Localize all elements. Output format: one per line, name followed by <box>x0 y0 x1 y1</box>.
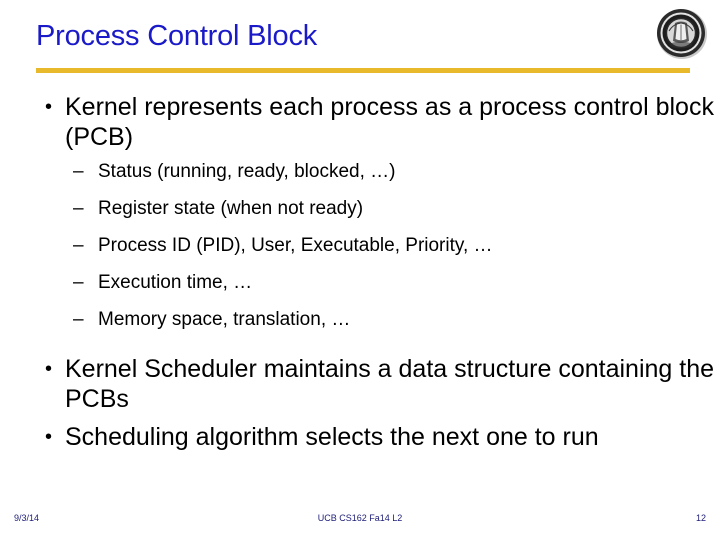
footer-page-number: 12 <box>695 513 706 523</box>
title-divider-rule <box>36 68 690 73</box>
list-item: Memory space, translation, … <box>65 308 720 332</box>
vertical-spacer <box>0 332 720 354</box>
footer-date: 9/3/14 <box>14 513 40 523</box>
sub-bullet-text: Memory space, translation, … <box>98 309 351 330</box>
sub-bullet-text: Execution time, … <box>98 272 253 293</box>
sub-bullet-group: Status (running, ready, blocked, …) Regi… <box>0 160 720 332</box>
bullet-text: Kernel Scheduler maintains a data struct… <box>65 355 714 413</box>
list-item: Kernel represents each process as a proc… <box>0 92 720 152</box>
bullet-list: Kernel represents each process as a proc… <box>0 92 720 452</box>
uc-berkeley-seal-icon <box>655 7 709 61</box>
slide-footer: 9/3/14 UCB CS162 Fa14 L2 12 <box>0 500 720 540</box>
page-title: Process Control Block <box>36 20 318 52</box>
list-item: Status (running, ready, blocked, …) <box>65 160 720 184</box>
list-item: Kernel Scheduler maintains a data struct… <box>0 354 720 414</box>
bullet-text: Kernel represents each process as a proc… <box>65 93 714 151</box>
sub-bullet-text: Register state (when not ready) <box>98 198 364 219</box>
list-item: Register state (when not ready) <box>65 197 720 221</box>
vertical-spacer <box>0 414 720 422</box>
sub-bullet-list: Status (running, ready, blocked, …) Regi… <box>65 160 720 332</box>
list-item: Process ID (PID), User, Executable, Prio… <box>65 234 720 258</box>
sub-bullet-text: Process ID (PID), User, Executable, Prio… <box>98 235 493 256</box>
bullet-text: Scheduling algorithm selects the next on… <box>65 423 599 451</box>
sub-bullet-text: Status (running, ready, blocked, …) <box>98 161 396 182</box>
slide-body: Kernel represents each process as a proc… <box>0 92 720 452</box>
list-item: Scheduling algorithm selects the next on… <box>0 422 720 452</box>
list-item: Execution time, … <box>65 271 720 295</box>
footer-course-label: UCB CS162 Fa14 L2 <box>317 513 403 523</box>
